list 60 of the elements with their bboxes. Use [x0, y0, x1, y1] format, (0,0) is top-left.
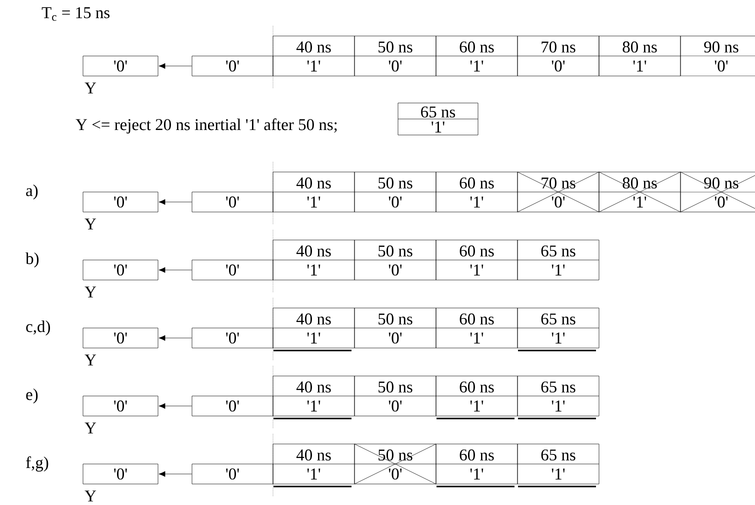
signal-name: Y	[84, 354, 96, 366]
value-box: '0'	[192, 328, 274, 348]
value-box: '0'	[192, 464, 274, 484]
transaction-box: 50 ns '0'	[354, 36, 436, 76]
transaction-box: 90 ns '0'	[680, 172, 755, 212]
transaction-box: 65 ns '1'	[517, 444, 600, 488]
row-label: e)	[26, 388, 38, 404]
transaction-box: 60 ns '1'	[436, 240, 518, 280]
transaction-box: 60 ns '1'	[436, 376, 518, 420]
value-box: '0'	[192, 260, 274, 280]
transaction-box: 50 ns '0'	[354, 240, 436, 280]
value-box: '0'	[82, 396, 158, 416]
arrow	[158, 335, 192, 341]
transaction-box: 60 ns '1'	[436, 308, 518, 348]
transaction-box: 40 ns '1'	[272, 36, 355, 76]
transaction-box: 65 ns '1'	[517, 376, 600, 420]
value-box: '0'	[82, 260, 158, 280]
transaction-box: 65 ns '1'	[398, 102, 478, 136]
arrow	[158, 267, 192, 273]
transaction-box: 60 ns '1'	[436, 172, 518, 212]
value-box: '0'	[82, 328, 158, 348]
arrow	[158, 403, 192, 409]
transaction-box: 40 ns '1'	[272, 172, 355, 212]
value-box: '0'	[82, 464, 158, 484]
value-box: '0'	[82, 192, 158, 212]
value-box: '0'	[192, 396, 274, 416]
row-label: b)	[26, 252, 39, 268]
transaction-box: 40 ns '1'	[272, 240, 355, 280]
transaction-box: 70 ns '0'	[517, 36, 600, 76]
arrow	[158, 199, 192, 205]
transaction-box: 65 ns '1'	[517, 308, 600, 352]
transaction-box: 50 ns '0'	[354, 444, 436, 484]
transaction-box: 40 ns '1'	[272, 376, 355, 420]
statement-text: Y <= reject 20 ns inertial '1' after 50 ns;	[76, 118, 337, 134]
transaction-box: 40 ns '1'	[272, 308, 355, 352]
signal-name: Y	[84, 490, 96, 502]
transaction-box: 65 ns '1'	[517, 240, 600, 280]
value-box: '0'	[192, 192, 274, 212]
transaction-box: 70 ns '0'	[517, 172, 600, 212]
arrow	[158, 471, 192, 477]
transaction-box: 40 ns '1'	[272, 444, 355, 488]
time-constant: T$_{c}$ = 15 ns	[42, 7, 110, 21]
signal-name: Y	[84, 218, 96, 230]
arrow	[158, 63, 192, 69]
transaction-box: 50 ns '0'	[354, 308, 436, 348]
signal-name: Y	[84, 286, 96, 298]
row-label: f,g)	[26, 456, 48, 472]
signal-name: Y	[84, 422, 96, 434]
value-box: '0'	[82, 56, 158, 76]
transaction-box: 50 ns '0'	[354, 172, 436, 212]
transaction-box: 60 ns '1'	[436, 36, 518, 76]
transaction-box: 50 ns '0'	[354, 376, 436, 416]
transaction-box: 60 ns '1'	[436, 444, 518, 488]
transaction-box: 80 ns '1'	[598, 36, 681, 76]
row-label: a)	[26, 184, 38, 200]
value-box: '0'	[192, 56, 274, 76]
signal-name: Y	[84, 82, 96, 94]
transaction-box: 80 ns '1'	[598, 172, 681, 212]
row-label: c,d)	[26, 320, 50, 336]
transaction-box: 90 ns '0'	[680, 36, 755, 76]
